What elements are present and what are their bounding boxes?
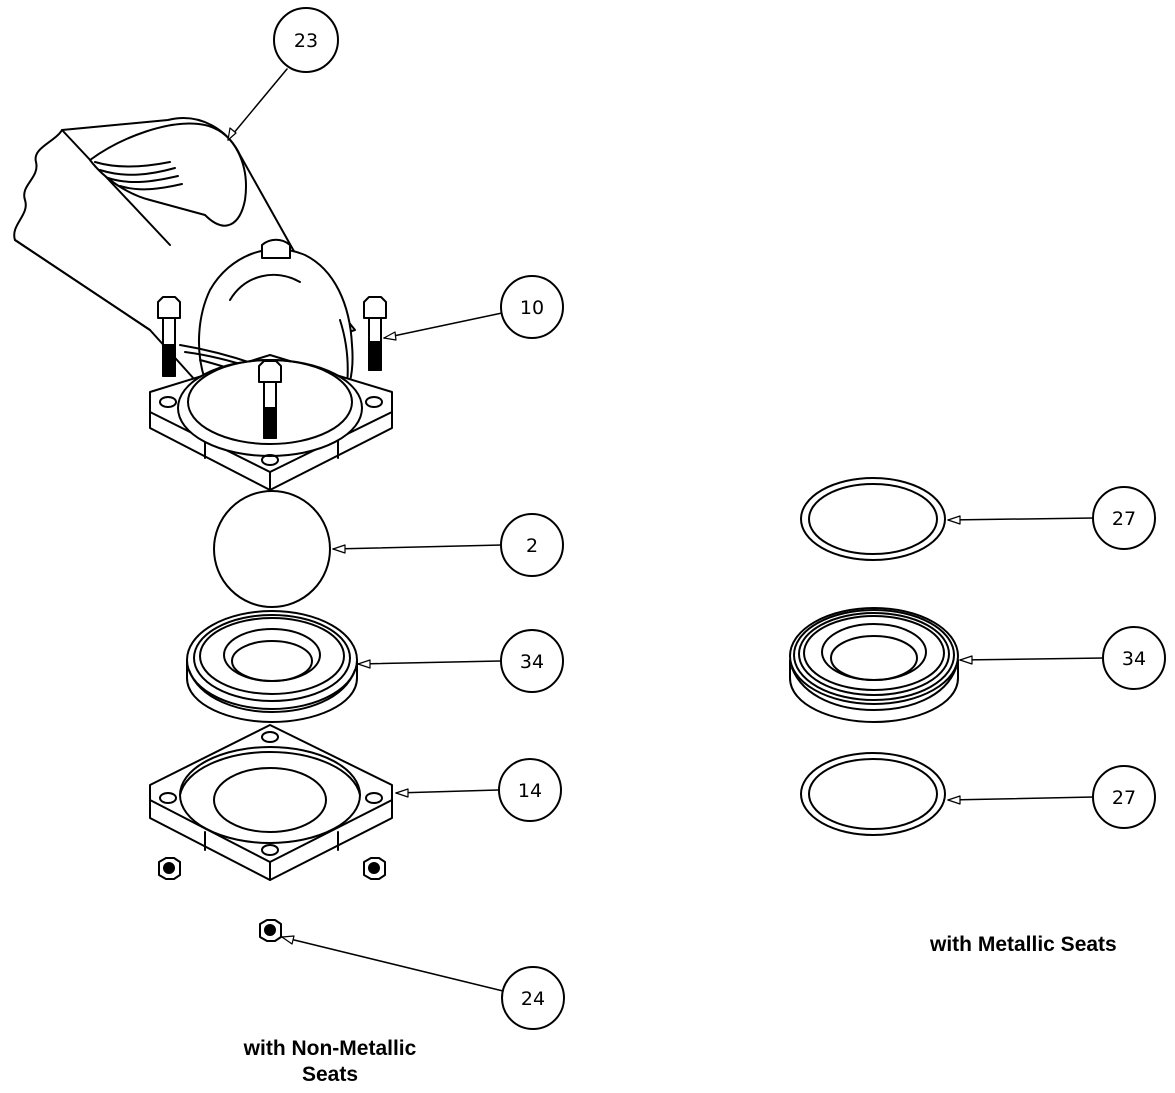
o-ring-lower (800, 752, 946, 836)
bolt-right (363, 296, 387, 371)
caption-metallic-text: with Metallic Seats (930, 933, 1117, 956)
callout-34-right-label: 34 (1122, 648, 1146, 670)
callout-34-left: 34 (500, 629, 564, 693)
callout-27-lower: 27 (1092, 765, 1156, 829)
callout-27-upper: 27 (1092, 486, 1156, 550)
nut-left (158, 857, 181, 880)
callout-2: 2 (500, 513, 564, 577)
bottom-flange (149, 724, 393, 881)
nut-loose (259, 919, 282, 942)
callout-10: 10 (500, 275, 564, 339)
callout-23-label: 23 (294, 30, 318, 52)
ball (213, 490, 331, 608)
callout-24: 24 (501, 966, 565, 1030)
callout-14-label: 14 (518, 780, 542, 802)
bolt-left (157, 296, 181, 377)
seat-right (789, 607, 959, 723)
callout-27-upper-label: 27 (1112, 508, 1136, 530)
o-ring-upper (800, 477, 946, 561)
bolt-front (258, 360, 282, 439)
nut-right (363, 857, 386, 880)
callout-34-right: 34 (1102, 626, 1166, 690)
callout-27-lower-label: 27 (1112, 787, 1136, 809)
caption-metallic: with Metallic Seats (930, 932, 1175, 958)
callout-34-left-label: 34 (520, 651, 544, 673)
leader-arrowheads (227, 127, 973, 945)
callout-23: 23 (273, 7, 339, 73)
seat-left (186, 610, 358, 723)
callout-14: 14 (498, 758, 562, 822)
caption-non-metallic-line1: with Non-Metallic (243, 1037, 417, 1060)
caption-non-metallic-line2: Seats (301, 1063, 359, 1086)
callout-10-label: 10 (520, 297, 544, 319)
leader-lines (227, 68, 1105, 992)
callout-2-label: 2 (526, 535, 538, 557)
caption-non-metallic: with Non-Metallic Seats (200, 1036, 460, 1088)
callout-24-label: 24 (521, 988, 545, 1010)
